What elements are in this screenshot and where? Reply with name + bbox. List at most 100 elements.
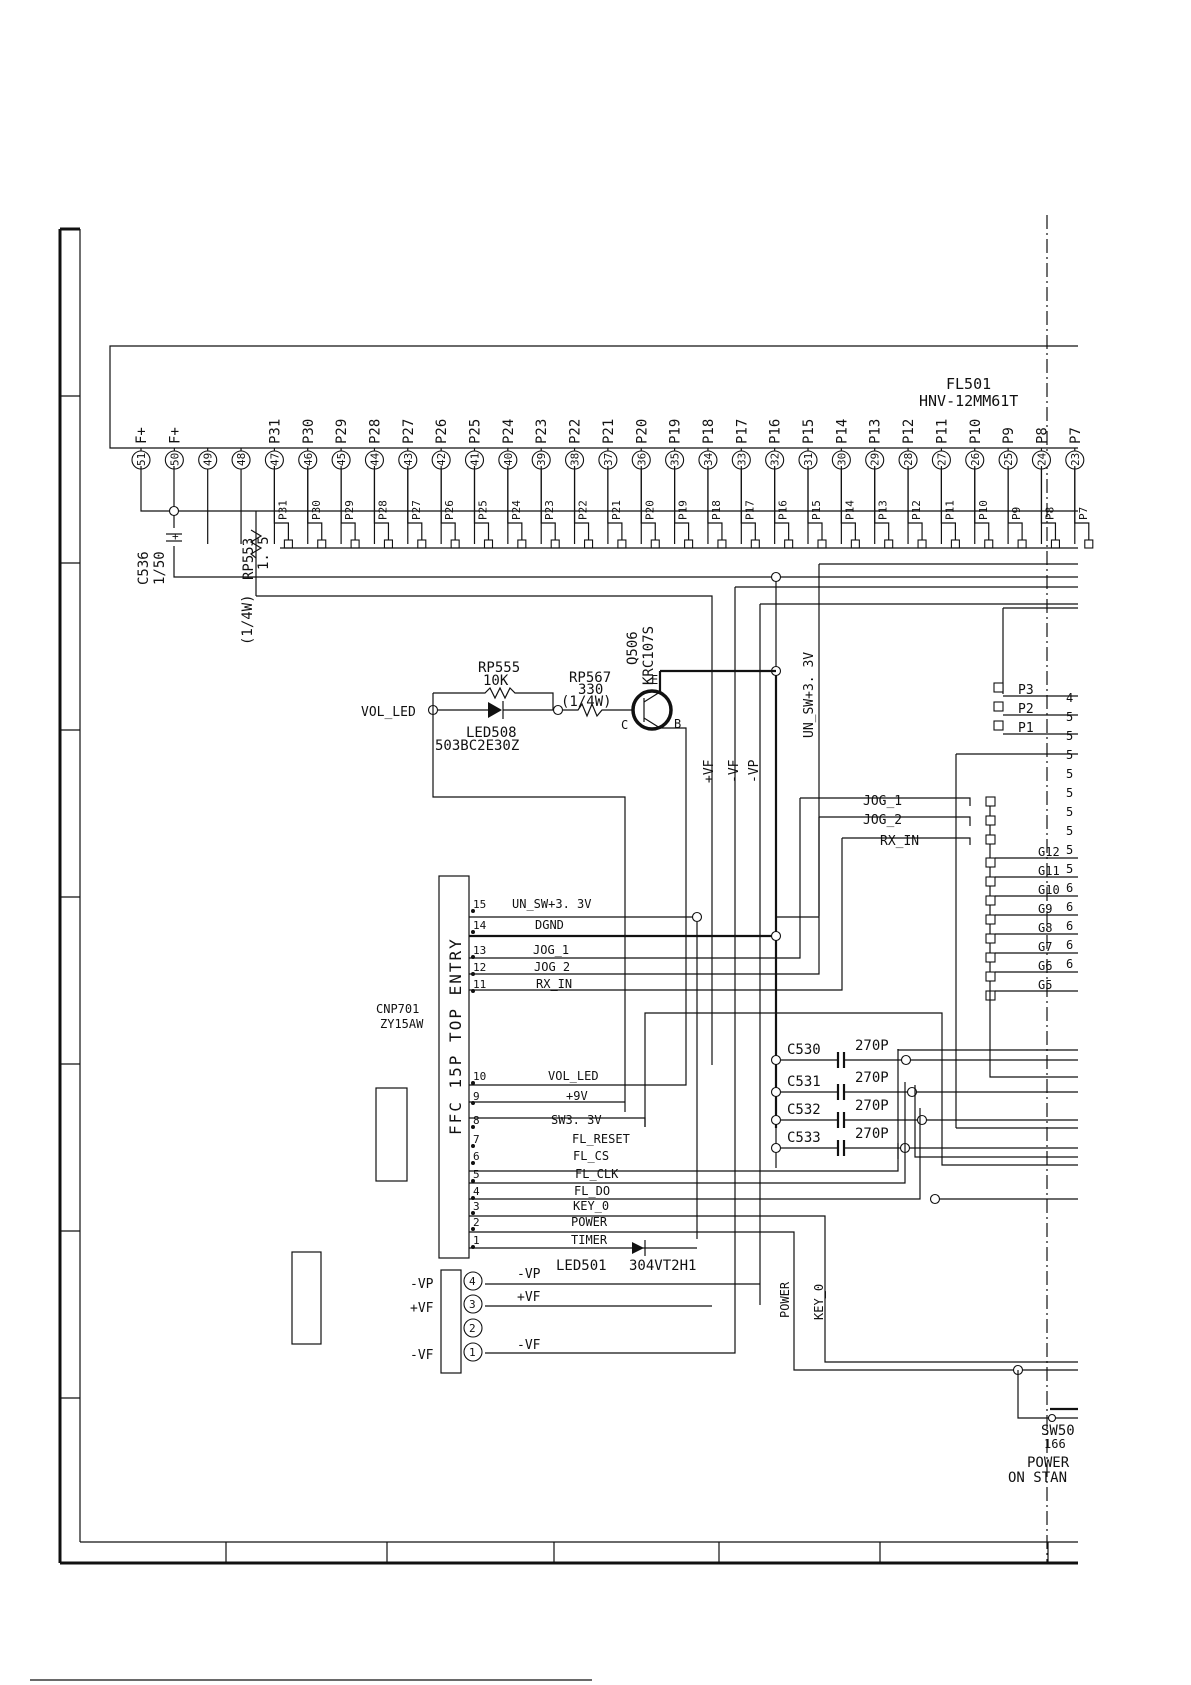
cnp-pin-number: 6 [473,1150,480,1163]
cnp-pin-label: UN_SW+3. 3V [512,897,591,911]
g-pad [985,857,996,868]
cnp-pin-number: 9 [473,1090,480,1103]
outline-box-2 [291,1251,322,1345]
bus-label: P7 [1077,507,1090,520]
cap-node [906,1086,918,1098]
cnp-pin-number: 3 [473,1200,480,1213]
fl-pin-number: 43 [402,453,415,466]
bus-wire [307,466,323,544]
sw-label-2: ON STAN [1008,1470,1067,1486]
bus-wire [840,466,856,544]
fl-pin-number: 24 [1035,452,1048,466]
vp-minus-label: -VP [747,759,762,783]
bus-pad [1017,539,1027,549]
bus-wire [607,466,623,544]
cnp-pin-label: FL_CLK [575,1167,619,1181]
rp553-power: (1/4W) [240,594,256,645]
edge-number: 5 [1066,843,1073,857]
g-label: G10 [1038,883,1060,897]
c536-ref: C536 [136,551,152,585]
bus-pad [583,539,594,549]
cnp-pin-label: FL_CS [573,1149,609,1163]
key0-net: KEY_0 [812,1284,826,1320]
jog-pad [985,796,996,807]
fl-pin-circle [231,450,251,470]
cnp-pin-dot [471,930,475,934]
bus-label: P20 [643,500,656,520]
cnp-pin-label: JOG_2 [534,960,570,974]
fl-pin-number: 23 [1069,453,1082,466]
cnp-pin-dot [471,972,475,976]
cnp-pin-number: 10 [473,1070,486,1083]
bus-wire [540,466,556,544]
pwr-pin-number: 4 [469,1275,476,1288]
cnp-pin-label: FL_RESET [572,1132,630,1146]
led501-ref: LED501 [556,1258,607,1274]
cap-node [770,1054,782,1066]
bus-wire [807,466,823,544]
bus-label: P25 [477,500,490,520]
edge-number: 6 [1066,881,1073,895]
fl-pin-label: P18 [701,419,717,444]
edge-number: 6 [1066,919,1073,933]
fl-pin-label: F+ [134,427,150,444]
bus-label: P24 [510,500,523,520]
pwr-left-2: +VF [410,1301,434,1316]
rp567-value: 330 [578,682,603,698]
bus-label: P28 [376,500,389,520]
cnp-pin-dot [471,989,475,993]
bus-pad [283,539,293,549]
fl-pin-number: 27 [935,453,948,466]
fl-pin-number: 51 [135,453,148,466]
fl-pin-label: P28 [367,419,383,444]
fl-pin-number: 39 [535,453,548,466]
bus-pad [717,539,727,549]
bus-pad [850,539,860,549]
fl-pin-number: 32 [769,453,782,466]
bus-wire [907,466,923,544]
bus-label: P13 [877,500,890,520]
fl-pin-number: 42 [435,453,448,466]
fl-pin-number: 45 [335,453,348,466]
g-label: G5 [1038,978,1052,992]
edge-number: 5 [1066,786,1073,800]
g-label: G9 [1038,902,1052,916]
pwr-left-3: -VF [410,1348,434,1363]
rp555-value: 10K [483,673,509,689]
rx-in-net: RX_IN [880,834,919,849]
rp567-ref: RP567 [569,670,611,686]
fl-pin-label: P13 [868,419,884,444]
fl-pin-number: 50 [168,453,181,466]
fl-pin-number: 37 [602,453,615,466]
cnp-pin-number: 14 [473,919,487,932]
bus-wire [940,466,957,544]
cnp-pin-label: TIMER [571,1233,608,1247]
fl-pin-number: 35 [669,453,682,466]
drawing-frame [30,215,1078,1681]
bus-pad [784,539,794,549]
rp555-ref: RP555 [478,660,520,676]
bus-wire [673,466,690,544]
cap-node [770,1086,782,1098]
pwr-left-1: -VP [410,1277,434,1292]
bus-pad [750,539,760,549]
g-pad [985,933,996,944]
cnp-pin-number: 8 [473,1114,480,1127]
bus-pad [483,539,494,549]
cnp-pin-label: VOL_LED [548,1069,599,1083]
cap-value: 270P [855,1070,889,1086]
bus-pad [1084,539,1094,549]
edge-number: 6 [1066,900,1073,914]
bus-wire [740,466,756,544]
bus-wire [440,466,456,544]
bus-wire [373,466,390,544]
fl501-part: HNV-12MM61T [919,392,1018,410]
bus-label: P22 [577,500,590,520]
q506-pin-e: E [651,673,658,687]
fl-pin-label: P22 [568,419,584,444]
bus-label: P14 [843,500,856,520]
